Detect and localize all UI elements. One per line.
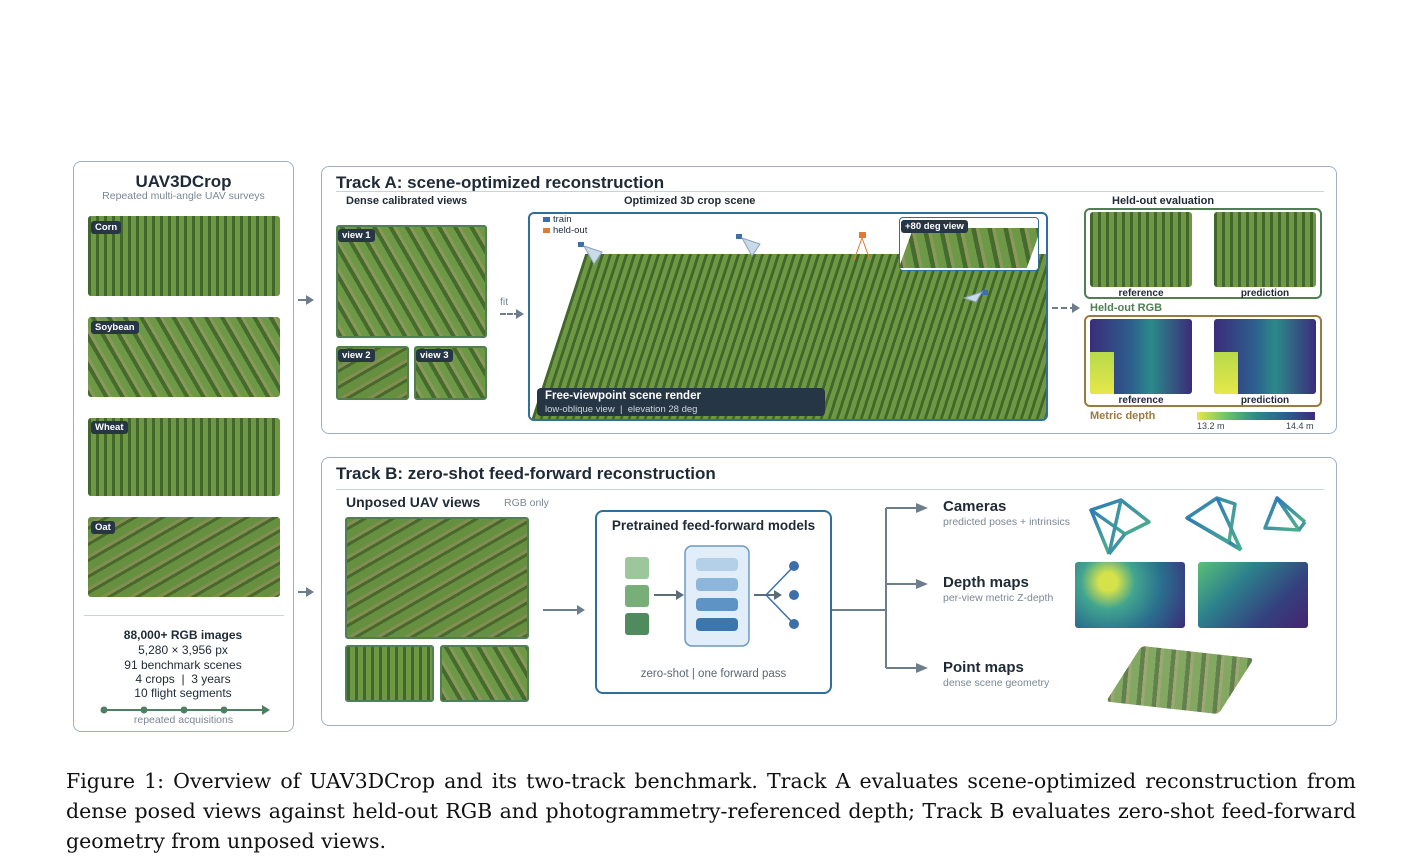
train-camera-icon	[736, 234, 761, 257]
rgb-reference-image	[1090, 212, 1192, 287]
output-depth-sub: per-view metric Z-depth	[943, 592, 1054, 604]
stat-crops-years: 4 crops | 3 years	[135, 672, 231, 686]
dataset-title: UAV3DCrop	[135, 172, 232, 191]
point-map-surface	[1105, 645, 1255, 715]
model-subtitle: zero-shot | one forward pass	[640, 668, 787, 680]
output-cameras-title: Cameras	[943, 498, 1007, 515]
rgb-prediction-label: prediction	[1240, 288, 1290, 299]
model-box	[595, 510, 832, 694]
metric-depth-frame	[1084, 315, 1322, 407]
view-1-label: view 1	[338, 229, 375, 242]
unposed-view-small-2	[440, 645, 529, 702]
rgb-only-label: RGB only	[504, 497, 549, 509]
track-b-title: Track B: zero-shot feed-forward reconstr…	[336, 464, 716, 483]
oat-image	[88, 517, 280, 597]
fit-label: fit	[500, 296, 509, 308]
timeline-label: repeated acquisitions	[133, 714, 234, 726]
legend-train-label: train	[553, 214, 572, 225]
dataset-subtitle: Repeated multi-angle UAV surveys	[102, 190, 265, 202]
track-b-rule	[336, 489, 1324, 490]
legend-train-marker	[543, 217, 550, 222]
crop-label-wheat: Wheat	[91, 421, 128, 434]
arrow-to-track-b	[298, 587, 314, 597]
stat-resolution: 5,280 × 3,956 px	[138, 643, 228, 657]
depth-map-1	[1075, 562, 1185, 628]
output-depth-title: Depth maps	[943, 574, 1029, 591]
stat-images: 88,000+ RGB images	[123, 628, 243, 642]
render-caption-title: Free-viewpoint scene render	[545, 390, 701, 402]
crop-label-soybean: Soybean	[91, 321, 139, 334]
divider	[84, 615, 284, 616]
stat-scenes: 91 benchmark scenes	[124, 658, 242, 672]
rgb-prediction-image	[1214, 212, 1316, 287]
network-diagram	[625, 545, 799, 647]
eval-arrow	[1052, 303, 1080, 313]
dense-views-label: Dense calibrated views	[346, 195, 468, 207]
view-2-label: view 2	[338, 349, 375, 362]
inset-view-image	[900, 228, 1038, 268]
figure-caption: Figure 1: Overview of UAV3DCrop and its …	[66, 769, 1356, 853]
depth-prediction-image	[1214, 319, 1316, 394]
unposed-view-main	[345, 517, 529, 639]
arrow-to-track-a	[298, 295, 314, 305]
output-cameras-sub: predicted poses + intrinsics	[943, 516, 1070, 528]
train-camera-icon	[962, 290, 988, 303]
depth-max-label: 14.4 m	[1286, 421, 1314, 431]
acquisition-timeline	[100, 705, 270, 715]
depth-reference-label: reference	[1118, 395, 1164, 406]
view-3-label: view 3	[416, 349, 453, 362]
track-a-rule	[336, 191, 1324, 192]
render-caption-box	[537, 388, 825, 416]
legend-heldout-label: held-out	[553, 225, 588, 236]
depth-min-label: 13.2 m	[1197, 421, 1225, 431]
output-points-sub: dense scene geometry	[943, 677, 1050, 689]
inset-view-label: +80 deg view	[901, 220, 968, 233]
unposed-label: Unposed UAV views	[346, 494, 481, 510]
camera-frustum-icons	[1089, 496, 1307, 556]
train-camera-icon	[578, 242, 603, 265]
model-title: Pretrained feed-forward models	[611, 518, 816, 533]
legend-heldout-marker	[543, 228, 550, 233]
depth-colorbar	[1197, 412, 1315, 420]
output-branch-arrows	[832, 503, 928, 673]
track-a-title: Track A: scene-optimized reconstruction	[336, 173, 665, 192]
scene-label: Optimized 3D crop scene	[624, 195, 756, 207]
rgb-reference-label: reference	[1118, 288, 1164, 299]
depth-map-2	[1198, 562, 1308, 628]
view-1-image	[336, 225, 487, 338]
render-caption-sub: low-oblique view | elevation 28 deg	[545, 404, 698, 415]
unposed-view-small-1	[345, 645, 434, 702]
point-map-image	[1100, 644, 1260, 716]
heldout-rgb-frame	[1084, 208, 1322, 299]
stat-segments: 10 flight segments	[134, 686, 232, 700]
depth-reference-image	[1090, 319, 1192, 394]
heldout-rgb-label: Held-out RGB	[1090, 302, 1163, 314]
crop-label-oat: Oat	[91, 521, 115, 534]
fit-arrow	[500, 309, 524, 319]
arrow-to-model	[543, 605, 585, 615]
crop-label-corn: Corn	[91, 221, 122, 234]
heldout-camera-icon	[853, 232, 871, 261]
output-points-title: Point maps	[943, 659, 1024, 676]
metric-depth-label: Metric depth	[1090, 410, 1156, 422]
eval-title: Held-out evaluation	[1112, 195, 1215, 207]
depth-prediction-label: prediction	[1240, 395, 1290, 406]
